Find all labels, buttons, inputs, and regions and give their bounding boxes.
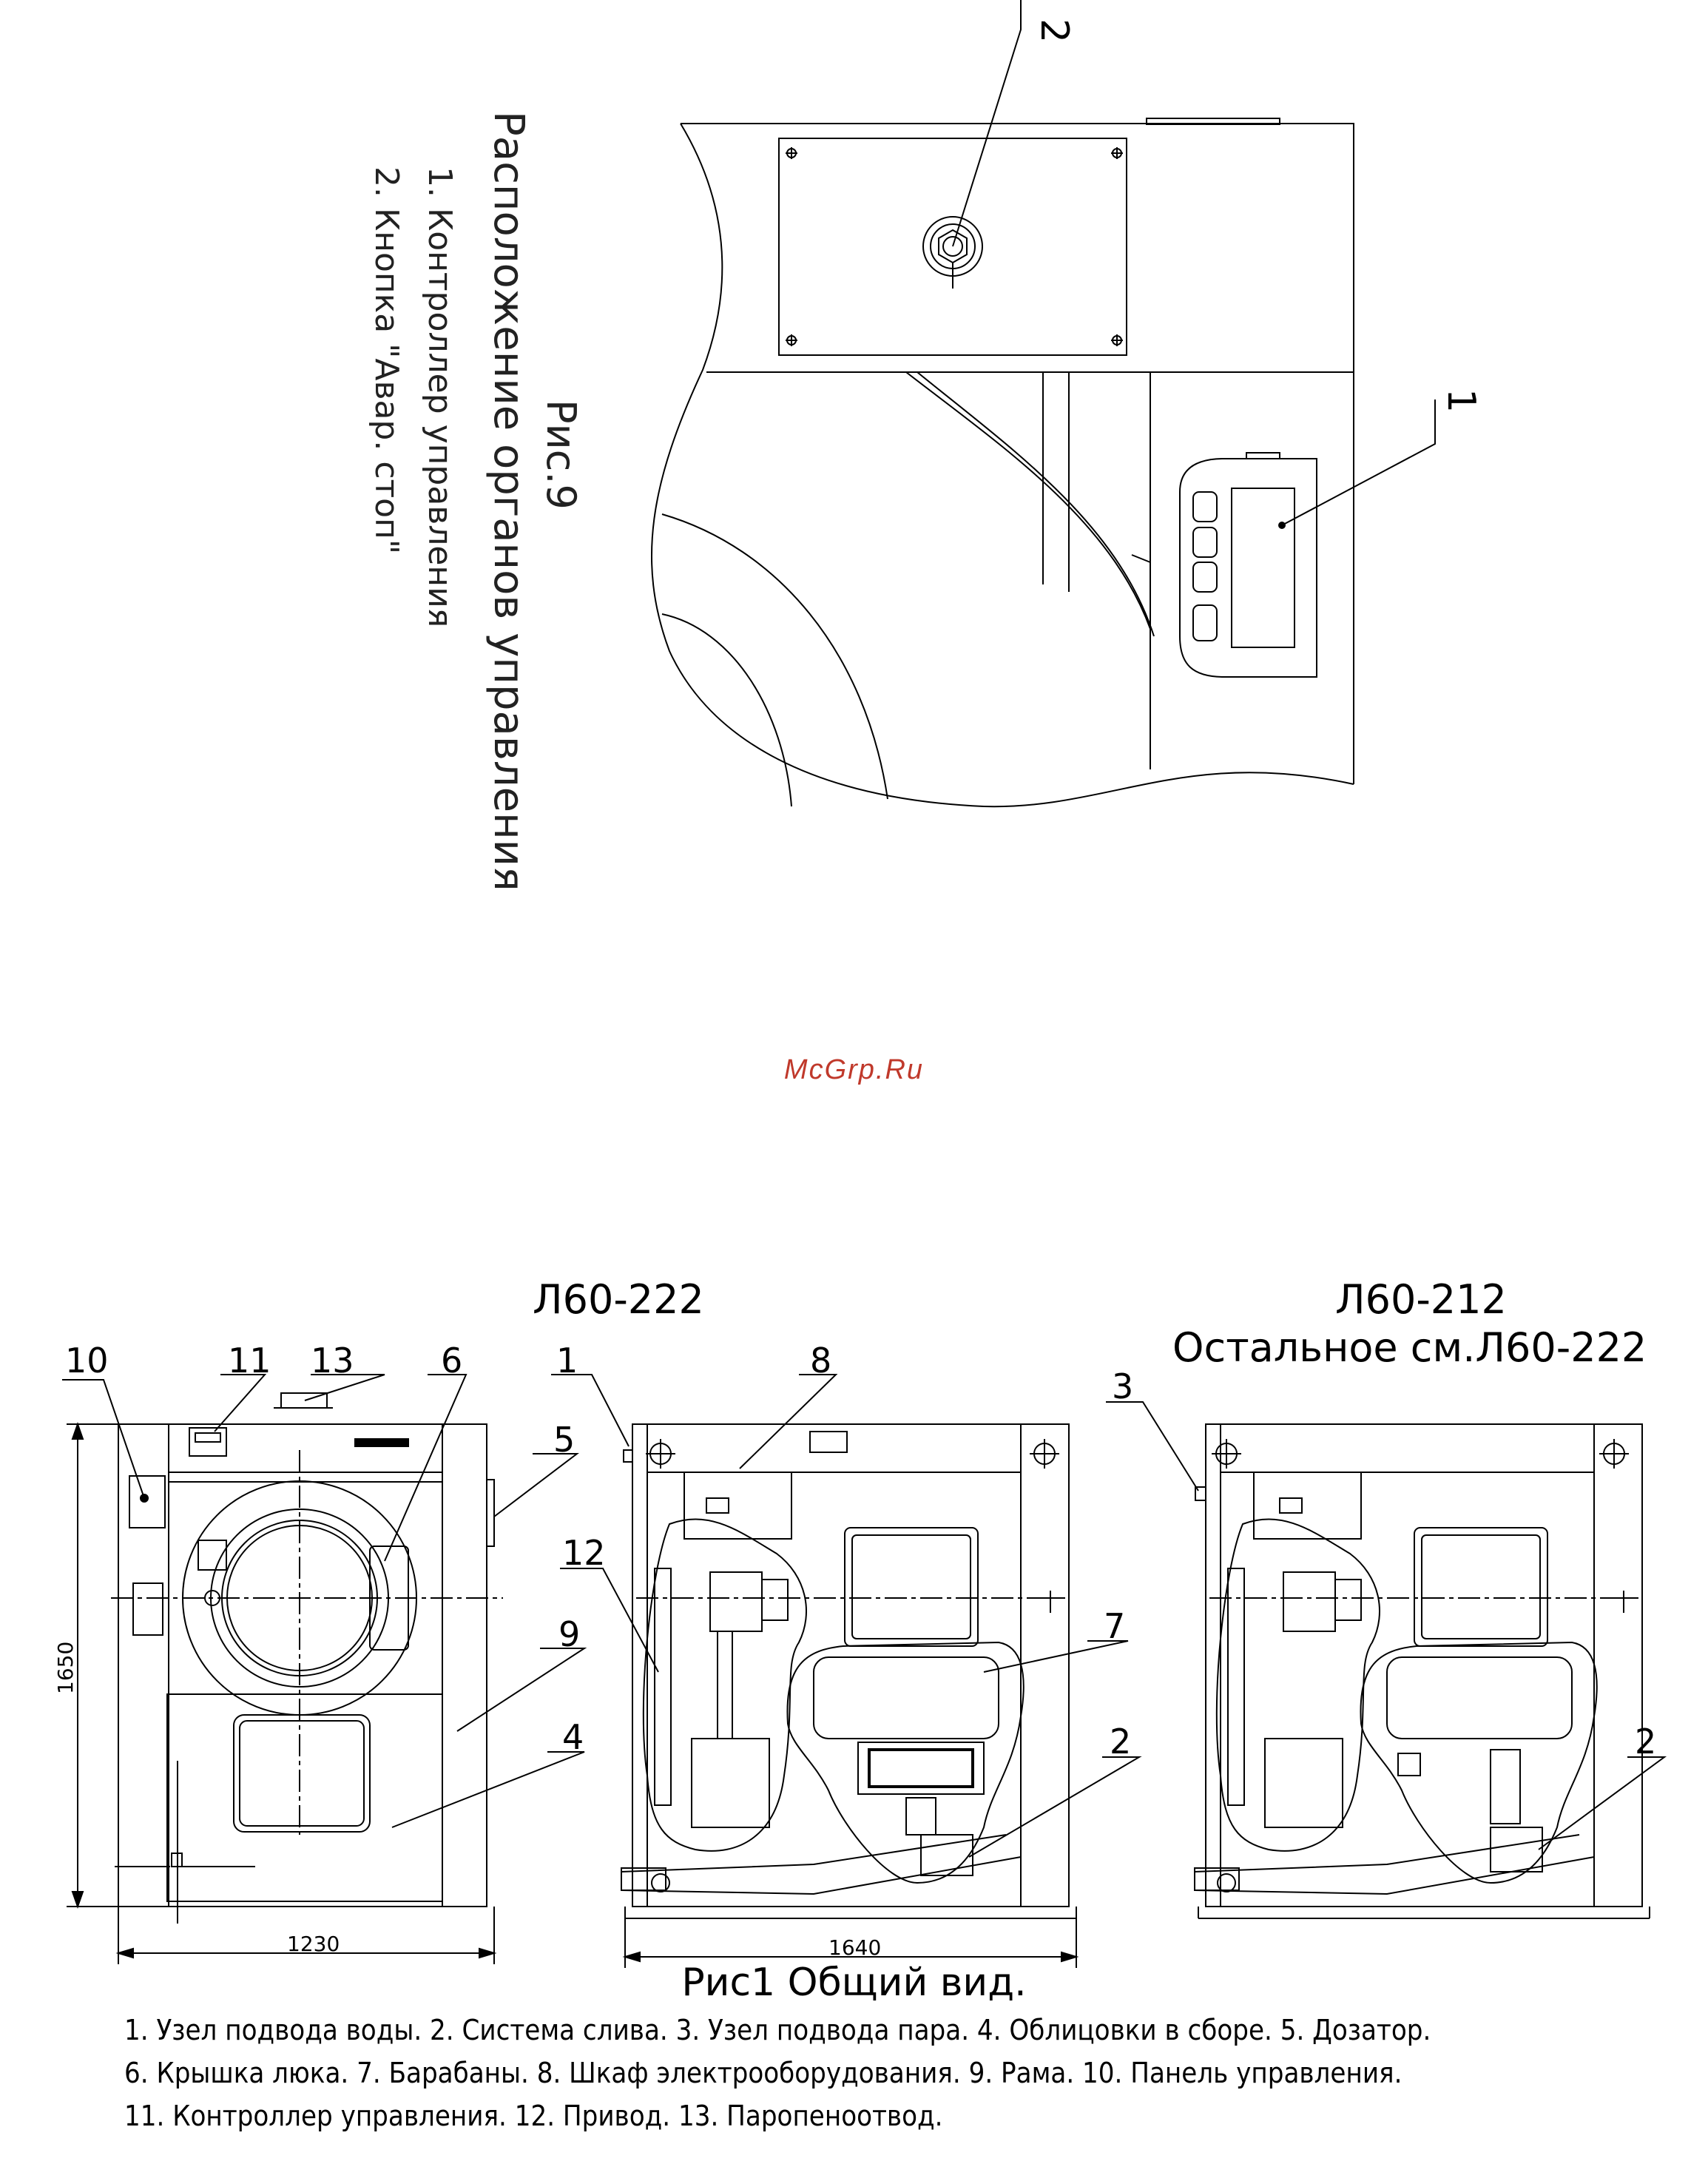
- fig1-side-b-leaders: [1106, 1401, 1667, 1850]
- fig9-item-1: 1. Контроллер управления: [421, 166, 459, 628]
- side-b-callout-3: 3: [1112, 1366, 1133, 1406]
- model-b-note: Остальное см.Л60-222: [1172, 1324, 1647, 1371]
- front-callout-4: 4: [562, 1717, 584, 1757]
- fig1-legend: 1. Узел подвода воды. 2. Система слива. …: [124, 2009, 1678, 2137]
- fig1-front-dimensions: [67, 1421, 497, 1964]
- front-callout-13: 13: [311, 1341, 354, 1381]
- fig9-controller-panel: [1179, 452, 1317, 678]
- side-a-callout-1: 1: [556, 1341, 578, 1381]
- fig1-side-a-dimensions: [622, 1918, 1079, 1968]
- side-a-callout-12: 12: [562, 1533, 606, 1573]
- dim-height-1650: 1650: [53, 1642, 78, 1694]
- front-callout-9: 9: [558, 1614, 580, 1654]
- legend-line-2: 6. Крышка люка. 7. Барабаны. 8. Шкаф эле…: [124, 2057, 1402, 2089]
- fig9-subtitle: Расположение органов управления: [485, 111, 533, 891]
- model-b-label: Л60-212: [1335, 1276, 1507, 1323]
- front-callout-6: 6: [441, 1341, 462, 1381]
- fig9-title: Рис.9: [538, 400, 584, 510]
- fig1-side-a-leaders: [551, 1374, 1142, 1858]
- watermark: McGrp.Ru: [783, 1054, 925, 1085]
- side-a-callout-8: 8: [810, 1341, 831, 1381]
- fig1-side-view-b: [1194, 1423, 1650, 1919]
- fig9-item-2: 2. Кнопка "Авар. стоп": [368, 166, 405, 555]
- fig1-side-view-a: [621, 1423, 1077, 1919]
- legend-line-3: 11. Контроллер управления. 12. Привод. 1…: [124, 2100, 943, 2132]
- fig9-callout-2: 2: [1032, 18, 1076, 43]
- front-callout-5: 5: [553, 1420, 575, 1460]
- front-callout-10: 10: [65, 1341, 109, 1381]
- fig9-leaders: [952, 0, 1436, 526]
- emergency-stop-button-icon: [922, 216, 983, 289]
- fig1-front-view: [111, 1392, 503, 1924]
- fig9-emergency-plate: [778, 138, 1127, 356]
- fig1-front-leaders: [62, 1374, 587, 1828]
- model-a-label: Л60-222: [533, 1276, 704, 1323]
- legend-line-1: 1. Узел подвода воды. 2. Система слива. …: [124, 2014, 1431, 2046]
- side-a-callout-2: 2: [1110, 1722, 1131, 1762]
- side-b-callout-2: 2: [1635, 1722, 1656, 1762]
- dim-width-1230: 1230: [287, 1932, 340, 1956]
- fig9-callout-1: 1: [1439, 388, 1483, 413]
- fig9-machine-outline: [651, 118, 1354, 808]
- front-callout-11: 11: [228, 1341, 271, 1381]
- fig1-caption: Рис1 Общий вид.: [681, 1961, 1027, 2005]
- dim-width-1640: 1640: [828, 1935, 881, 1960]
- side-a-callout-7: 7: [1104, 1606, 1125, 1646]
